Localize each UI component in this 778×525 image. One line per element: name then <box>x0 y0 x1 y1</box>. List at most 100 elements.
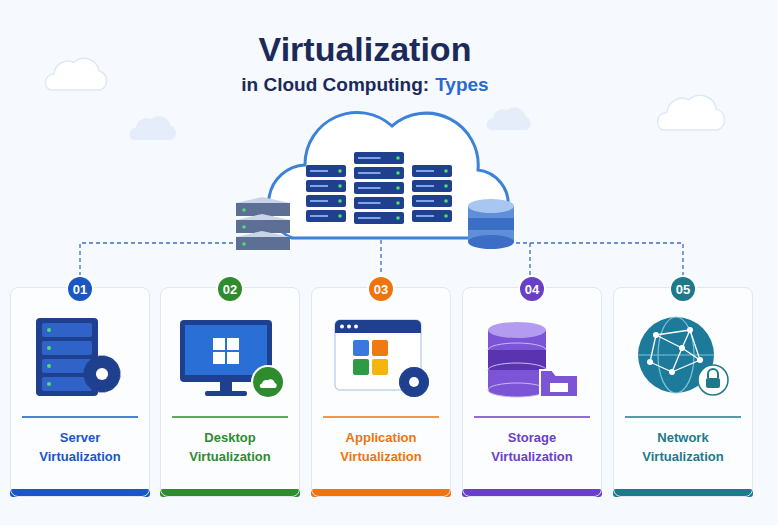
rack-unit <box>306 165 346 177</box>
network-node <box>647 359 653 365</box>
rack-slot <box>416 185 434 187</box>
rack-unit <box>306 195 346 207</box>
card-divider <box>474 416 590 418</box>
rack-slot <box>310 185 328 187</box>
card-bar <box>613 489 753 497</box>
cloud-shape <box>46 58 107 90</box>
network-link <box>650 362 672 372</box>
rack-led <box>396 201 400 205</box>
lock-shackle <box>708 369 718 378</box>
network-link <box>656 335 682 348</box>
rack-unit <box>412 195 452 207</box>
number-badge: 02 <box>216 275 244 303</box>
type-card: Desktop Virtualization02 <box>160 287 300 497</box>
db-layer <box>468 218 514 230</box>
rack-slot <box>358 217 381 219</box>
window-dot <box>347 325 351 329</box>
card-ground <box>311 287 451 497</box>
rack-slot <box>310 200 328 202</box>
rack-led <box>396 156 400 160</box>
rack-slot <box>416 215 434 217</box>
network-link <box>650 335 656 362</box>
network-node <box>669 369 675 375</box>
card-divider <box>172 416 288 418</box>
window-dot <box>340 325 344 329</box>
network-node <box>697 357 703 363</box>
windows-pane <box>227 338 239 350</box>
stack-unit <box>236 220 290 233</box>
storage-edge <box>488 383 546 397</box>
callout-number: 01 <box>73 282 87 297</box>
rack-led <box>338 199 342 203</box>
card-bar <box>311 489 451 497</box>
stack-led <box>242 242 246 246</box>
type-card: Server Virtualization01 <box>10 287 150 497</box>
type-card: Network Virtualization05 <box>613 287 753 497</box>
card-ground <box>462 287 602 497</box>
gear-icon <box>84 356 121 393</box>
dashed-link <box>516 243 683 276</box>
cloud-shape <box>658 95 725 130</box>
rack-unit <box>354 182 404 194</box>
window-dot <box>354 325 358 329</box>
subtitle-row: in Cloud Computing:Types <box>150 74 580 96</box>
windows-pane <box>213 352 225 364</box>
rack-slot <box>358 187 381 189</box>
rack-led <box>47 328 51 332</box>
storage-top <box>488 322 546 338</box>
rack-slot <box>310 170 328 172</box>
globe-equator <box>638 354 714 355</box>
dashed-link <box>80 243 234 276</box>
stack-led <box>242 208 246 212</box>
rack-led <box>47 382 51 386</box>
card-bar <box>462 489 602 497</box>
rack-led <box>444 214 448 218</box>
network-link <box>690 330 700 360</box>
network-node <box>679 345 685 351</box>
number-badge: 04 <box>518 275 546 303</box>
callout-number: 03 <box>374 282 388 297</box>
rack-led <box>47 364 51 368</box>
rack-unit <box>412 180 452 192</box>
rack-slot <box>358 157 381 159</box>
rack-led <box>396 171 400 175</box>
network-link <box>656 330 690 335</box>
cloud-badge <box>252 366 284 398</box>
app-tile <box>372 340 388 356</box>
windows-pane <box>227 352 239 364</box>
card-bar <box>160 489 300 497</box>
dashed-link <box>529 243 530 276</box>
rack-slot <box>358 202 381 204</box>
card-divider <box>323 416 439 418</box>
type-name: Application Virtualization <box>312 428 450 466</box>
cloud-shape <box>130 116 176 140</box>
windows-pane <box>213 338 225 350</box>
type-name: Network Virtualization <box>614 428 752 466</box>
number-badge: 01 <box>66 275 94 303</box>
card-ground <box>160 287 300 497</box>
rack-unit <box>354 212 404 224</box>
rack-led <box>444 199 448 203</box>
cloud-shape <box>260 379 277 388</box>
app-tile <box>353 359 369 375</box>
lock-badge <box>698 365 728 395</box>
diagram-title: Virtualization <box>150 30 580 69</box>
number-badge: 05 <box>669 275 697 303</box>
monitor-neck <box>220 382 232 392</box>
db-bottom <box>468 235 514 249</box>
dashed-link <box>380 240 381 276</box>
rack-unit <box>412 165 452 177</box>
gear-icon <box>399 367 429 397</box>
folder-icon <box>540 370 578 397</box>
stack-unit <box>236 237 290 250</box>
rack-slot <box>416 170 434 172</box>
rack-unit <box>354 197 404 209</box>
rack-slot <box>416 200 434 202</box>
rack-unit <box>354 167 404 179</box>
app-tile <box>372 359 388 375</box>
callout-number: 02 <box>223 282 237 297</box>
rack-slot <box>358 172 381 174</box>
folder-sheet <box>550 383 568 392</box>
type-name: Desktop Virtualization <box>161 428 299 466</box>
rack-led <box>338 184 342 188</box>
